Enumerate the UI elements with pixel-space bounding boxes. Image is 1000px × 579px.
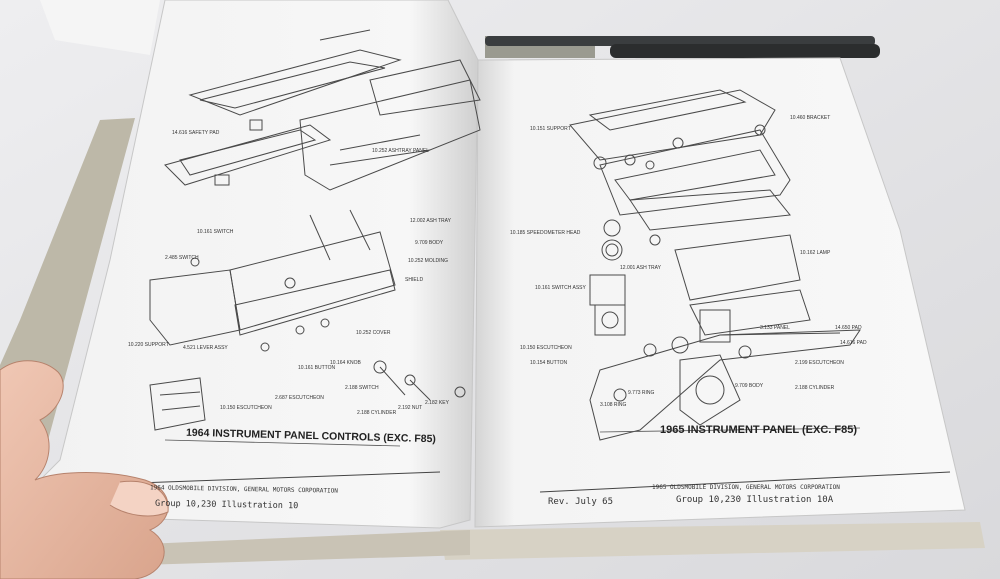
part-label: 14.616 PAD [840,340,867,346]
part-label: 2.188 CYLINDER [795,385,835,391]
part-label: SHIELD [405,277,424,283]
pen-bottom [610,44,880,58]
part-label: 10.252 COVER [356,330,391,336]
right-diagram-lower [589,219,861,441]
part-label: 10.151 SUPPORT [530,126,571,132]
part-label: 10.161 SWITCH ASSY [535,285,586,291]
part-label: 2.199 ESCUTCHEON [795,360,844,366]
part-label: 2.687 ESCUTCHEON [275,395,324,401]
part-label: 10.161 BUTTON [298,365,336,371]
right-page-corporation: 1965 OLDSMOBILE DIVISION, GENERAL MOTORS… [652,484,840,491]
left-caption-rule [164,439,401,447]
part-label: 14.616 SAFETY PAD [172,130,220,136]
thumb [109,480,169,517]
part-label: 3.108 RING [600,402,627,408]
right-footer-rule [539,471,951,493]
part-label: 2.182 KEY [425,400,449,406]
part-label: 4.521 LEVER ASSY [183,345,228,351]
part-label: 10.162 LAMP [800,250,831,256]
part-label: 9.773 RING [628,390,655,396]
part-label: 10.252 ASHTRAY PANEL [372,148,429,154]
right-diagram-upper [569,89,791,231]
book-edge-left [120,530,470,565]
part-label: 12.001 ASH TRAY [620,265,661,271]
part-label: 3.133 PANEL [760,325,790,331]
part-label: 10.150 ESCUTCHEON [220,405,272,411]
part-label: 2.192 NUT [398,405,423,411]
pen-top [485,36,875,46]
part-label: 10.150 ESCUTCHEON [520,345,572,351]
right-caption-rule [599,427,861,433]
part-label: 10.164 KNOB [330,360,361,366]
left-page [24,0,479,529]
background-paper [40,0,160,55]
hand [0,360,169,579]
part-label: 2.485 SWITCH [165,255,199,261]
part-label: 9.709 BODY [735,383,764,389]
part-label: 10.460 BRACKET [790,115,831,121]
part-label: 12.002 ASH TRAY [410,218,451,224]
part-label: 10.161 SWITCH [197,229,234,235]
part-label: 10.154 BUTTON [530,360,568,366]
part-label: 14.650 PAD [835,325,862,331]
part-label: 2.188 CYLINDER [357,410,397,416]
part-label: 9.709 BODY [415,240,444,246]
left-diagram-lower [149,209,466,431]
left-diagram-upper [164,29,481,191]
right-page-group: Group 10,230 Illustration 10A [676,495,834,505]
part-label: 2.188 SWITCH [345,385,379,391]
part-label: 10.220 SUPPORT [128,342,169,348]
right-page-revision: Rev. July 65 [548,497,614,507]
part-label: 10.185 SPEEDOMETER HEAD [510,230,581,236]
book-edge [440,522,985,560]
part-label: 10.252 MOLDING [408,258,449,264]
right-page-caption: 1965 INSTRUMENT PANEL (EXC. F85) [660,424,858,436]
right-page [474,57,966,528]
